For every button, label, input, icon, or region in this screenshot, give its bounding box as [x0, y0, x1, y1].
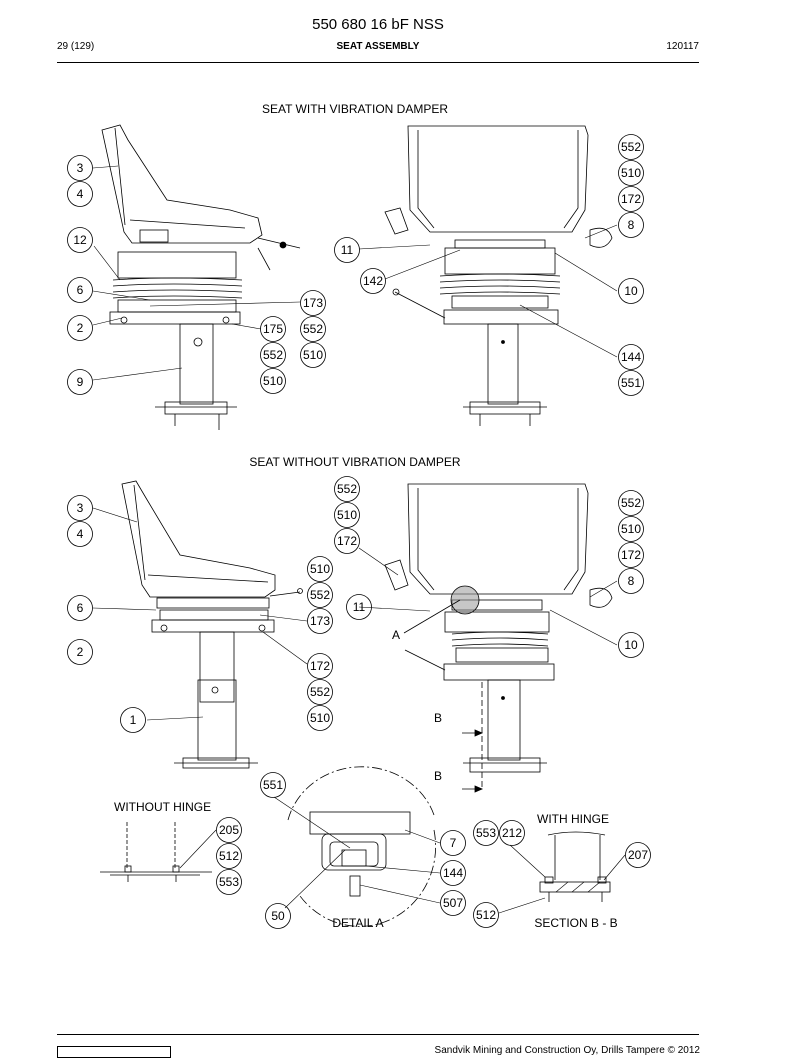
label-with-hinge: WITH HINGE [537, 812, 609, 826]
leader-lines [92, 165, 626, 914]
callout-552: 552 [337, 482, 357, 496]
page-number: 29 (129) [57, 41, 95, 52]
detail-a-view [287, 766, 436, 927]
callout-3: 3 [77, 161, 84, 175]
seat-front-view-without-damper [384, 483, 613, 790]
label-section-bb: SECTION B - B [534, 916, 617, 930]
seat-side-view-without-damper [121, 480, 303, 769]
callout-172: 172 [310, 659, 330, 673]
callout-173: 173 [310, 614, 330, 628]
callout-numbers: 3 4 12 6 2 9 173 175 552 552 510 510 552… [73, 140, 648, 923]
callout-552: 552 [621, 140, 641, 154]
section-bb-view [539, 831, 611, 902]
callout-207: 207 [628, 848, 648, 862]
callout-144: 144 [621, 350, 641, 364]
section-title-without-damper: SEAT WITHOUT VIBRATION DAMPER [249, 455, 460, 469]
callout-144: 144 [443, 866, 463, 880]
seat-side-view-with-damper [101, 124, 301, 430]
callout-553: 553 [219, 875, 239, 889]
callout-512: 512 [219, 849, 239, 863]
callout-7: 7 [450, 836, 457, 850]
callout-12: 12 [73, 233, 87, 247]
document-number: 550 680 16 bF NSS [312, 16, 444, 33]
callout-510: 510 [337, 508, 357, 522]
marker-b-top: B [434, 711, 442, 725]
callout-1: 1 [130, 713, 137, 727]
header-row: 29 (129) SEAT ASSEMBLY 120117 [57, 41, 699, 55]
callout-142: 142 [363, 274, 383, 288]
callout-4: 4 [77, 527, 84, 541]
callout-510: 510 [263, 374, 283, 388]
callout-4: 4 [77, 187, 84, 201]
callout-10: 10 [624, 284, 638, 298]
callout-175: 175 [263, 322, 283, 336]
callout-507: 507 [443, 896, 463, 910]
callout-6: 6 [77, 283, 84, 297]
callout-552: 552 [303, 322, 323, 336]
label-detail-a: DETAIL A [332, 916, 383, 930]
callout-552: 552 [621, 496, 641, 510]
without-hinge-view [100, 822, 212, 882]
callout-512: 512 [476, 908, 496, 922]
label-without-hinge: WITHOUT HINGE [114, 800, 211, 814]
company-logo [57, 1046, 171, 1058]
callout-172: 172 [621, 548, 641, 562]
callout-552: 552 [310, 685, 330, 699]
footer-copyright: Sandvik Mining and Construction Oy, Dril… [434, 1045, 700, 1056]
callout-205: 205 [219, 823, 239, 837]
marker-b-bottom: B [434, 769, 442, 783]
callout-212: 212 [502, 826, 522, 840]
callout-balloons [67, 134, 651, 929]
callout-9: 9 [77, 375, 84, 389]
marker-a-leader [403, 599, 461, 634]
footer-rule [57, 1034, 699, 1035]
page-title: SEAT ASSEMBLY [336, 41, 420, 52]
callout-510: 510 [621, 522, 641, 536]
callout-172: 172 [621, 192, 641, 206]
callout-551: 551 [263, 778, 283, 792]
callout-510: 510 [303, 348, 323, 362]
section-title-with-damper: SEAT WITH VIBRATION DAMPER [262, 102, 448, 116]
section-b-arrows [462, 729, 484, 793]
callout-2: 2 [77, 645, 84, 659]
callout-2: 2 [77, 321, 84, 335]
marker-a: A [392, 628, 400, 642]
header-rule [57, 62, 699, 63]
callout-172: 172 [337, 534, 357, 548]
callout-10: 10 [624, 638, 638, 652]
callout-8: 8 [628, 218, 635, 232]
callout-553: 553 [476, 826, 496, 840]
callout-510: 510 [310, 562, 330, 576]
callout-6: 6 [77, 601, 84, 615]
callout-510: 510 [310, 711, 330, 725]
callout-11: 11 [353, 600, 366, 614]
seat-front-view-with-damper [384, 125, 613, 426]
callout-552: 552 [310, 588, 330, 602]
callout-50: 50 [271, 909, 285, 923]
callout-552: 552 [263, 348, 283, 362]
callout-11: 11 [341, 243, 354, 257]
callout-510: 510 [621, 166, 641, 180]
callout-8: 8 [628, 574, 635, 588]
callout-3: 3 [77, 501, 84, 515]
callout-173: 173 [303, 296, 323, 310]
document-date: 120117 [666, 41, 699, 52]
callout-551: 551 [621, 376, 641, 390]
